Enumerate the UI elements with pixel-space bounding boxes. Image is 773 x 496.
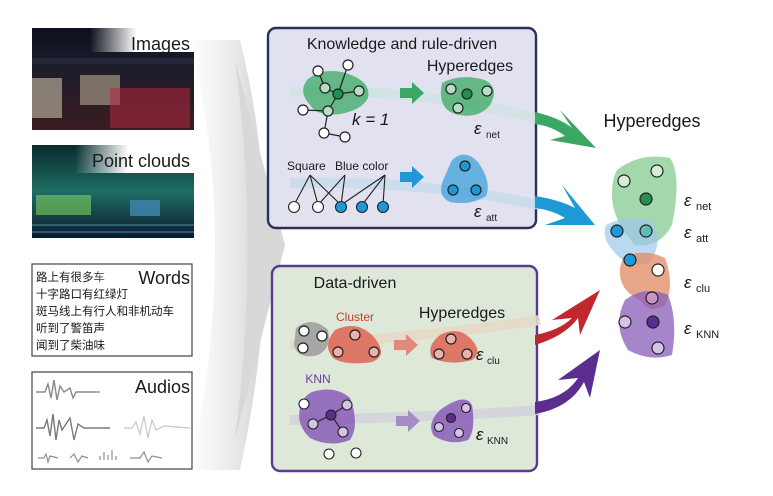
output-eps-knn-sub: KNN xyxy=(696,329,719,341)
output-eps-clu: ε xyxy=(684,273,692,292)
output-eps-net: ε xyxy=(684,191,692,210)
words-line-1: 路上有很多车 xyxy=(36,270,105,284)
knn-label: KNN xyxy=(305,372,330,386)
cluster-label: Cluster xyxy=(336,310,374,324)
audio-waveform-2 xyxy=(36,413,110,441)
words-line-4: 听到了警笛声 xyxy=(36,321,105,335)
output-eps-net-sub: net xyxy=(696,201,711,213)
knn-group xyxy=(298,389,362,460)
point-clouds-label: Point clouds xyxy=(92,151,190,171)
green-output-arrow xyxy=(535,110,596,148)
audios-label: Audios xyxy=(135,377,190,397)
eps-clu-subscript: clu xyxy=(487,356,500,367)
eps-net-symbol: ε xyxy=(474,119,482,138)
purple-output-arrow xyxy=(535,350,600,414)
data-panel: Data-driven Hyperedges Cluster xyxy=(270,264,541,473)
cluster-group xyxy=(294,321,381,364)
purple-small-arrow xyxy=(396,410,420,432)
output-title: Hyperedges xyxy=(603,111,700,131)
attr-square-label: Square xyxy=(287,159,326,173)
words-label: Words xyxy=(138,268,190,288)
eps-clu-symbol: ε xyxy=(476,345,484,364)
eps-knn-subscript: KNN xyxy=(487,436,508,447)
red-small-arrow xyxy=(394,334,418,356)
attribute-graph: Square Blue color xyxy=(287,159,390,214)
k-equals-label: k = 1 xyxy=(352,110,389,129)
eps-net-subscript: net xyxy=(486,130,500,141)
red-output-arrow xyxy=(535,290,600,345)
images-label: Images xyxy=(131,34,190,54)
words-line-5: 闻到了柴油味 xyxy=(36,338,105,352)
audio-waveform-3 xyxy=(124,415,191,439)
output-hyperedge-knn xyxy=(619,291,675,358)
words-line-3: 斑马线上有行人和非机动车 xyxy=(36,304,174,318)
audio-waveform-small xyxy=(38,450,163,465)
output-eps-clu-sub: clu xyxy=(696,283,710,295)
eps-att-symbol: ε xyxy=(474,202,482,221)
hyperedge-att: ε att xyxy=(441,154,497,224)
knowledge-panel-title: Knowledge and rule-driven xyxy=(307,36,497,53)
hyperedge-knn: ε KNN xyxy=(431,399,508,447)
input-images: Images xyxy=(32,28,194,130)
output-eps-att: ε xyxy=(684,223,692,242)
input-point-clouds: Point clouds xyxy=(32,145,194,238)
hyperedge-clu: ε clu xyxy=(430,331,500,367)
input-words: 路上有很多车 Words 十字路口有红绿灯 斑马线上有行人和非机动车 听到了警笛… xyxy=(31,263,193,357)
data-panel-title: Data-driven xyxy=(314,275,397,292)
output-eps-att-sub: att xyxy=(696,233,708,245)
audio-waveform-1 xyxy=(36,379,100,401)
output-hyperedges: ε net ε att ε clu ε KNN xyxy=(604,156,719,358)
attr-blue-label: Blue color xyxy=(335,159,388,173)
knowledge-panel-subtitle: Hyperedges xyxy=(427,58,513,75)
blue-output-arrow xyxy=(535,185,595,225)
eps-knn-symbol: ε xyxy=(476,425,484,444)
blue-small-arrow xyxy=(400,166,424,188)
flow-arrow-head xyxy=(235,60,285,440)
green-small-arrow xyxy=(400,82,424,104)
eps-att-subscript: att xyxy=(486,213,497,224)
input-audios: Audios xyxy=(31,371,193,470)
hyperedge-net: ε net xyxy=(440,77,500,141)
knowledge-panel: Knowledge and rule-driven Hyperedges xyxy=(266,26,542,230)
data-panel-subtitle: Hyperedges xyxy=(419,305,505,322)
output-eps-knn: ε xyxy=(684,319,692,338)
words-line-2: 十字路口有红绿灯 xyxy=(36,287,128,301)
network-graph: k = 1 xyxy=(297,59,389,143)
